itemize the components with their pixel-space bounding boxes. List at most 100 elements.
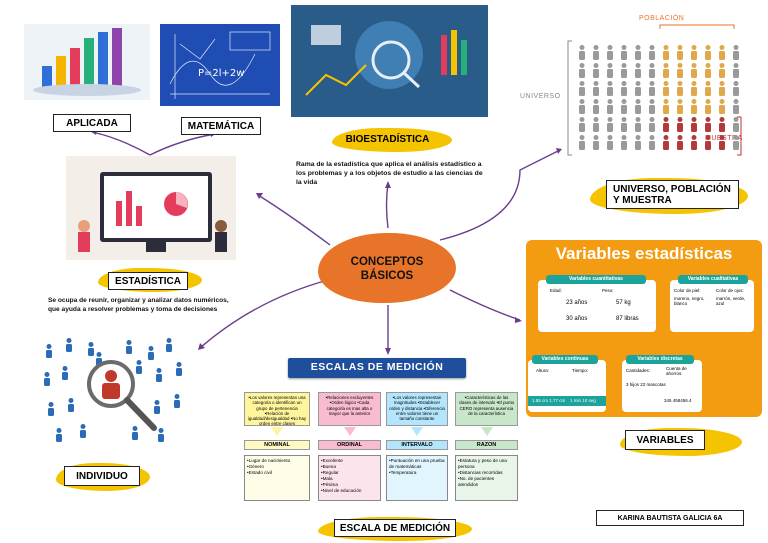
person-icon — [663, 45, 669, 60]
person-icon — [48, 402, 54, 416]
person-icon — [607, 63, 613, 78]
variables-box: VARIABLES — [625, 430, 705, 450]
person-icon — [635, 45, 641, 60]
person-icon — [719, 45, 725, 60]
scale-example-item: •Género — [247, 463, 264, 469]
person-icon — [719, 63, 725, 78]
person-icon — [663, 81, 669, 96]
person-icon — [621, 81, 627, 96]
person-icon — [46, 344, 52, 358]
variables-panel: Variables estadísticas Variables cuantit… — [526, 240, 762, 417]
person-icon — [677, 99, 683, 114]
person-icon — [691, 45, 697, 60]
matematica-label: MATEMÁTICA — [187, 120, 255, 132]
person-icon — [705, 117, 711, 132]
center-label: CONCEPTOS BÁSICOS — [350, 256, 424, 283]
person-icon — [593, 99, 599, 114]
scale-examples-ordinal: •Excelente•Buena•Regular•Mala•Pésima•Niv… — [318, 455, 381, 501]
scale-name-intervalo: INTERVALO — [386, 440, 448, 450]
person-icon — [691, 99, 697, 114]
person-icon — [705, 99, 711, 114]
person-icon — [579, 117, 585, 132]
escala-label: ESCALA DE MEDICIÓN — [339, 522, 451, 534]
person-icon — [126, 340, 132, 354]
person-icon — [136, 360, 142, 374]
bioestadistica-illustration — [291, 5, 488, 117]
bioestadistica-box: BIOESTADÍSTICA — [340, 130, 435, 148]
person-icon — [677, 135, 683, 150]
person-icon — [132, 426, 138, 440]
altura-vals: 1.55 cm 1.77 cm — [532, 398, 566, 403]
aplicada-label: APLICADA — [66, 117, 118, 129]
peso-label: Peso: — [602, 288, 614, 293]
person-icon — [607, 135, 613, 150]
tiempo-label: Tiempo: — [572, 368, 589, 373]
bioestadistica-label: BIOESTADÍSTICA — [345, 133, 430, 145]
person-icon — [621, 135, 627, 150]
estadistica-illustration — [66, 156, 236, 260]
person-icon — [579, 63, 585, 78]
estadistica-desc: Se ocupa de reunir, organizar y analizar… — [48, 297, 229, 313]
person-icon — [607, 45, 613, 60]
variables-label: VARIABLES — [636, 434, 694, 446]
person-icon — [88, 342, 94, 356]
connector-aplicada — [91, 131, 151, 156]
universo-tag: UNIVERSO — [520, 93, 561, 100]
author-label: KARINA BAUTISTA GALICIA 6A — [617, 514, 723, 522]
person-icon — [66, 338, 72, 352]
scale-desc-razon: •Características de las clases de interv… — [455, 392, 518, 426]
person-icon — [719, 99, 725, 114]
scale-desc-intervalo: •Los valores representan magnitudes •Est… — [386, 392, 448, 426]
color-ojos-vals: marrón, verde, azul — [716, 296, 746, 307]
connector-individuo — [199, 279, 329, 349]
person-icon — [607, 99, 613, 114]
person-icon — [719, 117, 725, 132]
people-grid — [567, 24, 742, 156]
person-icon — [621, 45, 627, 60]
connector-variables — [449, 289, 521, 321]
person-icon — [719, 135, 725, 150]
scale-example-item: •Excelente — [321, 458, 343, 463]
color-ojos-label: Color de ojos: — [716, 288, 744, 293]
scale-desc-nominal: •Los valores representan una categoría o… — [244, 392, 310, 426]
escalas-banner — [288, 358, 466, 378]
person-icon — [677, 63, 683, 78]
center-node — [318, 233, 456, 303]
scale-example-item: •Distancias recorridas — [458, 469, 503, 475]
universo-box: UNIVERSO, POBLACIÓN Y MUESTRA — [606, 180, 739, 209]
scale-example-item: •Lugar de nacimiento — [247, 458, 291, 463]
person-icon — [705, 45, 711, 60]
edad-label: Edad: — [550, 288, 562, 293]
escala-box: ESCALA DE MEDICIÓN — [334, 519, 456, 537]
matematica-box: MATEMÁTICA — [181, 117, 261, 135]
person-icon — [649, 45, 655, 60]
person-icon — [148, 346, 154, 360]
estadistica-box: ESTADÍSTICA — [108, 272, 188, 290]
person-icon — [579, 99, 585, 114]
svg-text:P=2l+2w: P=2l+2w — [198, 68, 244, 79]
aplicada-box: APLICADA — [53, 114, 131, 132]
person-icon — [649, 99, 655, 114]
person-icon — [733, 81, 739, 96]
peso-2: 87 libras — [616, 316, 639, 322]
variables-panel-title: Variables estadísticas — [555, 244, 733, 263]
person-icon — [80, 424, 86, 438]
person-icon — [663, 135, 669, 150]
cuantitativas-head: Variables cuantitativas — [546, 275, 646, 284]
scale-example-item: •Temperatura — [389, 469, 417, 475]
bar-chart-illustration — [24, 24, 150, 100]
scale-example-item: •No. de pacientes atendidos — [458, 475, 495, 487]
person-icon — [705, 135, 711, 150]
person-icon — [677, 81, 683, 96]
person-icon — [649, 63, 655, 78]
math-blackboard-illustration: P=2l+2w — [160, 24, 280, 106]
connector-universo — [439, 149, 561, 241]
cantidades-vals: 3 hijos 22 mascotas — [626, 382, 666, 387]
person-icon — [635, 99, 641, 114]
discretas-card — [622, 360, 702, 412]
person-icon — [719, 81, 725, 96]
discretas-head: Variables discretas — [626, 355, 694, 364]
individuo-label: INDIVIDUO — [76, 470, 128, 482]
scale-arrow — [271, 427, 283, 436]
